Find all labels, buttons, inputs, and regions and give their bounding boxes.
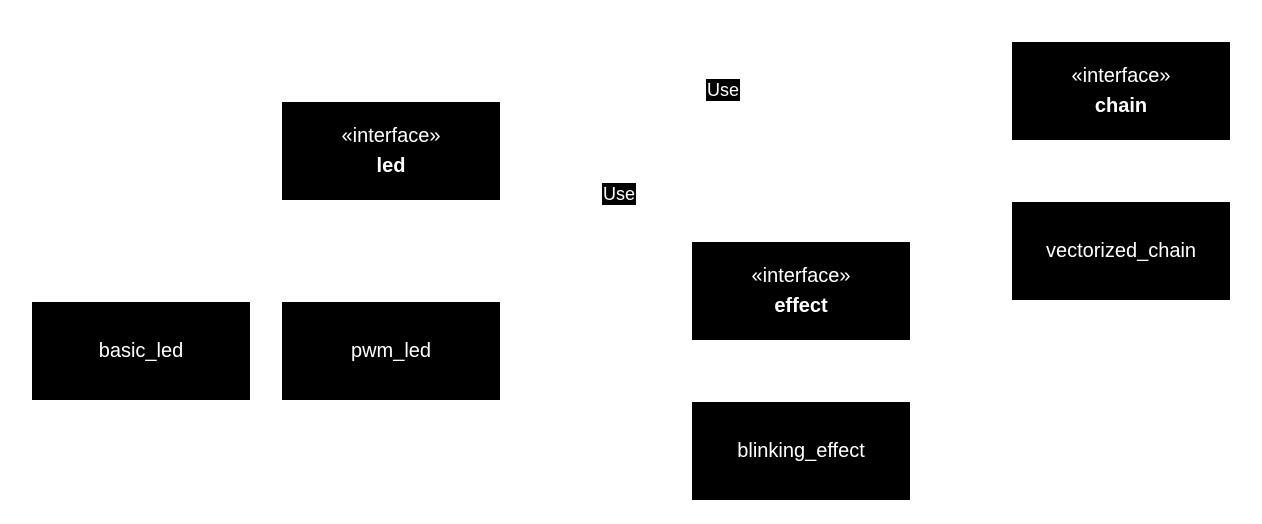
edge-label-use: Use — [706, 79, 741, 101]
class-vectorized-chain-box[interactable]: vectorized_chain — [1012, 202, 1230, 300]
effect-name: effect — [774, 295, 828, 317]
blinking-effect-name: blinking_effect — [737, 440, 865, 462]
interface-effect-box[interactable]: «interface» effect — [692, 242, 910, 340]
edge-label-use: Use — [602, 183, 637, 205]
effect-stereotype: «interface» — [751, 265, 851, 287]
interface-chain-box[interactable]: «interface» chain — [1012, 42, 1230, 140]
interface-led-box[interactable]: «interface» led — [282, 102, 500, 200]
pwm-led-name: pwm_led — [350, 340, 432, 362]
chain-stereotype: «interface» — [1071, 65, 1171, 87]
class-basic-led-box[interactable]: basic_led — [32, 302, 250, 400]
led-name: led — [376, 155, 406, 177]
class-pwm-led-box[interactable]: pwm_led — [282, 302, 500, 400]
chain-name: chain — [1094, 95, 1148, 117]
basic-led-name: basic_led — [98, 340, 184, 362]
vectorized-chain-name: vectorized_chain — [1045, 240, 1197, 262]
led-stereotype: «interface» — [341, 125, 441, 147]
class-blinking-effect-box[interactable]: blinking_effect — [692, 402, 910, 500]
